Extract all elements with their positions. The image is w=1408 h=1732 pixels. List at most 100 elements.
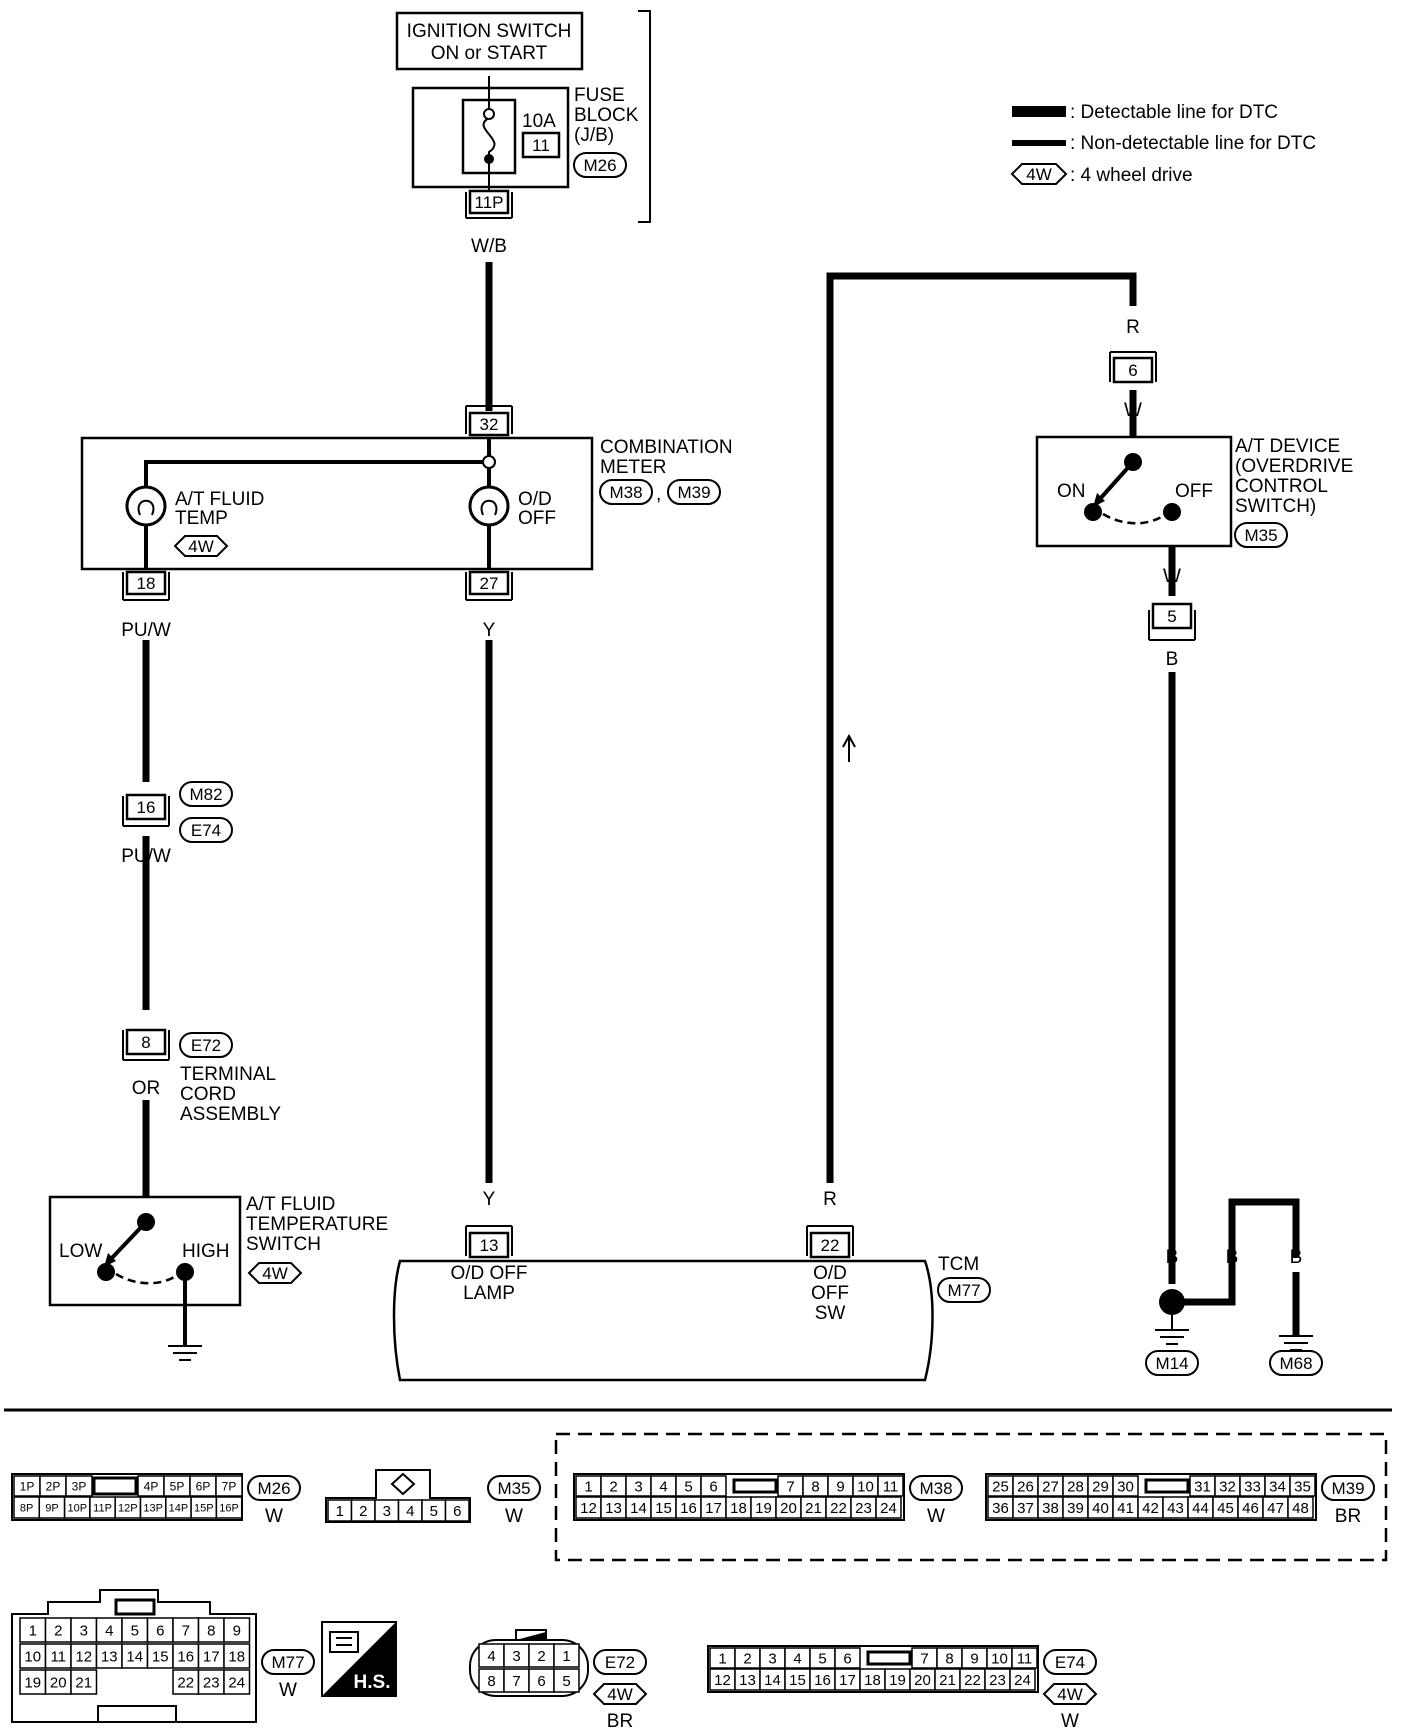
connector-pin-label: 14 [764,1672,781,1689]
connector-pin-label: 6 [453,1503,461,1520]
meter-term-27-bracket [465,572,513,601]
od-switch-label2: (OVERDRIVE [1235,456,1353,477]
connector-pin-label: 4 [659,1478,667,1495]
od-off-lamp-icon [468,485,510,527]
e74-4w-hexagon [1042,1683,1098,1705]
tcm-term13: 13 [480,1236,499,1255]
connector-pin-label: 1 [584,1478,592,1495]
connector-pin-label: 15 [789,1672,806,1689]
connector-pin [44,1669,72,1695]
od-switch-on-contact [1084,503,1102,521]
connector-pin-label: 1 [336,1503,344,1520]
e72-key-mark [516,1632,546,1640]
fluid-temp-lamp-filament [137,499,155,516]
joint6-box [1112,356,1154,384]
hs-badge-fill [322,1622,396,1696]
connector-pin-label: 48 [1292,1500,1309,1517]
meter-conn-a-oval [599,479,653,505]
connector-pin-label: 5 [684,1478,692,1495]
od-switch-off-contact [1163,503,1181,521]
od-switch-connector-oval [1234,522,1288,548]
connector-pin [553,1643,580,1668]
legend-4w-hexagon [1010,163,1068,185]
meter-conn-b: M39 [677,483,710,502]
joint8-conn-oval [179,1032,233,1058]
connector-pin-label: 3 [768,1650,776,1667]
m26-color: W [265,1506,283,1527]
wire-b-ground-link [1172,1198,1300,1306]
connector-pin-label: 14P [169,1502,189,1514]
fluid-temp-4w-tag: 4W [188,537,214,556]
connector-pin [215,1496,243,1519]
combination-meter: 32 A/T FLUID TEMP 4W O/D OFF COMBINATION… [80,405,733,601]
connector-pin-label: 18 [228,1648,245,1665]
connector-pin-label: 10 [991,1650,1008,1667]
fuse-label1: FUSE [574,85,625,106]
joint-connector-16: 16 M82 E74 [122,781,233,843]
connector-pin-label: 6P [196,1479,211,1493]
hs-badge-text: H.S. [354,1672,391,1693]
connector-pin-label: 1 [718,1650,726,1667]
connector-pin-label: 11P [93,1502,112,1514]
od-switch-dashed [1102,512,1164,525]
e74-name: E74 [1055,1653,1085,1672]
connector-pin [223,1617,251,1643]
connector-pin [44,1643,72,1669]
connector-pin-label: 5 [562,1673,570,1690]
connector-pin [444,1499,470,1522]
connector-pin-label: 2P [46,1479,61,1493]
fuse-number: 11 [532,136,550,155]
wire-y1-label: Y [483,620,496,641]
connector-pin-label: 11 [883,1478,899,1495]
wire-or-label: OR [132,1078,161,1099]
m35-name: M35 [497,1479,530,1498]
e72-name: E72 [605,1653,635,1672]
m38-name-oval [909,1475,963,1501]
legend-detectable-text: : Detectable line for DTC [1070,102,1278,123]
connector-pin-label: 33 [1244,1478,1261,1495]
fluid-temp-lamp-label2: TEMP [175,508,228,529]
connector-pin-label: 8 [945,1650,953,1667]
grounds: M14 M68 [1145,1289,1323,1376]
fuse-connector: M26 [583,156,616,175]
connector-pin-label: 15 [152,1648,169,1665]
temp-switch-low: LOW [59,1241,102,1262]
meter-terminal-32-box [468,411,510,437]
od-switch-connector: M35 [1244,526,1277,545]
connector-pin [121,1617,149,1643]
connector-pin [172,1669,200,1695]
wire-b3-label: B [1226,1247,1239,1268]
wire-puw1-label: PU/W [121,620,171,641]
connector-pin-label: 40 [1092,1500,1109,1517]
connector-pin [19,1643,47,1669]
connector-pin-label: 1 [562,1648,570,1665]
legend-4w-text: : 4 wheel drive [1070,165,1193,186]
meter-terminal-27: 27 [480,574,499,593]
tcm-term22-label2: OFF [811,1283,849,1304]
connector-pin-label: 7 [182,1622,190,1639]
wire-r-arrow [842,733,856,762]
joint16-conn1-oval [179,781,233,807]
connector-pin-label: 6 [156,1622,164,1639]
connector-pin [95,1643,123,1669]
fuse-label3: (J/B) [574,125,614,146]
ignition-switch-box [395,11,584,71]
wire-b4-label: B [1290,1247,1303,1268]
temp-switch-high: HIGH [182,1241,230,1262]
connector-pin-label: 32 [1219,1478,1236,1495]
m26-name-oval [247,1475,301,1501]
connector-pin [65,1475,93,1497]
connector-pin [1287,1496,1314,1519]
connector-pin-label: 17 [705,1500,722,1517]
joint8-box [125,1028,167,1056]
od-off-lamp-label1: O/D [518,489,552,510]
connector-pin [172,1617,200,1643]
meter-label2: METER [600,457,667,478]
fuse-terminal: 11P [475,193,504,212]
